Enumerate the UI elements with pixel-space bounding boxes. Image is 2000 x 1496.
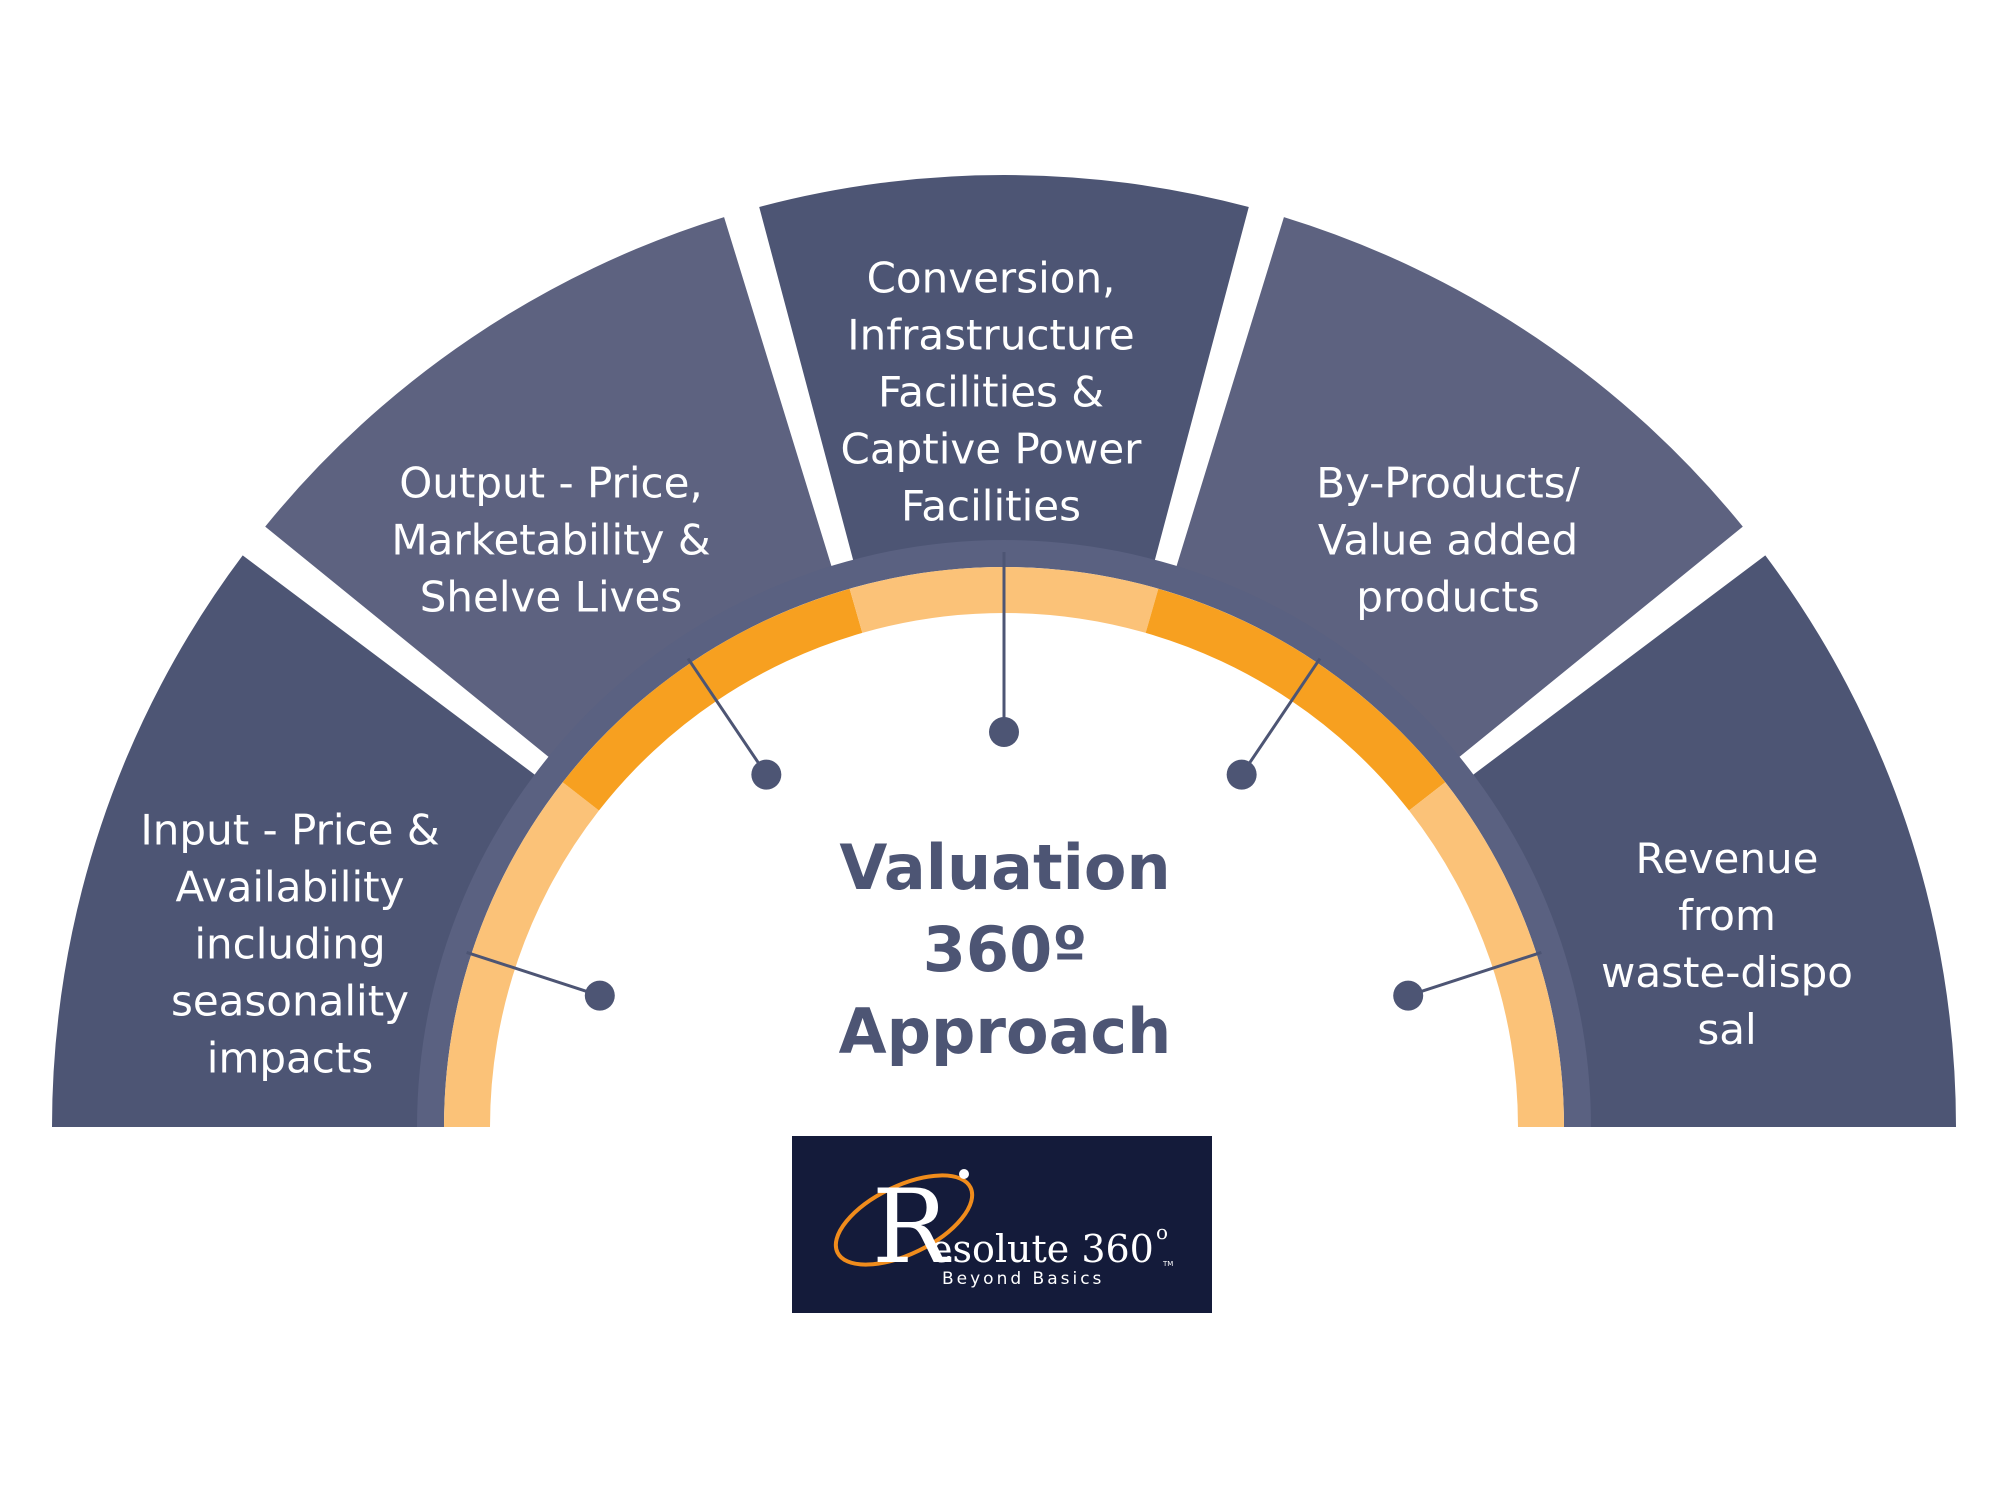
segment-conversion: [759, 175, 1249, 581]
segment-input: [52, 555, 553, 1127]
segment-label-line: Revenue: [1635, 834, 1819, 883]
connector-dot-input: [584, 980, 615, 1011]
segment-label-line: impacts: [206, 1033, 374, 1083]
ring-band-output: [562, 588, 863, 811]
segment-label-line: Input - Price &: [140, 805, 440, 855]
segment-label-line: Facilities &: [877, 367, 1105, 417]
ring-band-input: [444, 782, 599, 1127]
center-title-line: 360º: [922, 913, 1088, 986]
connector-dot-byproducts: [1226, 759, 1257, 790]
segment-revenue: [1455, 555, 1956, 1127]
connector-line-output: [686, 657, 768, 776]
segment-label-line: By-Products/: [1316, 458, 1580, 508]
segment-label-line: products: [1356, 572, 1540, 622]
segment-label-line: Facilities: [900, 481, 1081, 531]
logo-brand-letter: R: [872, 1168, 952, 1287]
connector-line-revenue: [1407, 950, 1542, 998]
segment-label-line: Conversion,: [866, 253, 1116, 303]
connector-line-input: [466, 950, 601, 998]
segment-label-line: Value added: [1317, 515, 1579, 565]
segment-label-input: Input - Price & Availability including seas…: [140, 802, 439, 1087]
segment-label-revenue: Revenue from waste-dispo sal: [1601, 830, 1853, 1058]
segment-label-byproducts: By-Products/Value added products: [1316, 455, 1580, 626]
segment-label-line: Output - Price,: [399, 458, 703, 508]
ring-band-byproducts: [1145, 588, 1446, 811]
company-logo: R esolute 360 o TM Beyond Basics: [792, 1136, 1212, 1313]
center-title-line: Approach: [838, 995, 1172, 1068]
ring-band-revenue: [1409, 782, 1564, 1127]
logo-brand-name: esolute 360: [930, 1227, 1154, 1271]
logo-degree: o: [1156, 1220, 1168, 1244]
logo-tagline: Beyond Basics: [942, 1269, 1104, 1289]
logo-trademark: TM: [1162, 1260, 1173, 1268]
connector-line-byproducts: [1240, 657, 1322, 776]
logo-orbit-icon: [833, 1173, 975, 1267]
segment-label-line: seasonality: [170, 976, 410, 1026]
segment-label-line: Shelve Lives: [419, 572, 683, 622]
segment-label-line: Availability: [175, 862, 405, 912]
segment-label-line: including: [194, 919, 386, 969]
segment-label-line: from: [1678, 891, 1776, 940]
segment-label-line: Marketability &: [391, 515, 711, 565]
connector-dot-conversion: [989, 717, 1019, 747]
connector-dot-revenue: [1393, 980, 1424, 1011]
segment-label-line: sal: [1697, 1005, 1757, 1054]
segment-label-line: Infrastructure: [847, 310, 1135, 360]
center-title-line: Valuation: [839, 831, 1171, 904]
segment-label-output: Output - Price, Marketability & Shelve Liv…: [391, 455, 710, 626]
connector-dot-output: [751, 759, 782, 790]
segment-label-line: Captive Power: [840, 424, 1142, 474]
logo-dot-icon: [959, 1169, 969, 1179]
segment-label-line: waste-dispo: [1601, 948, 1853, 997]
